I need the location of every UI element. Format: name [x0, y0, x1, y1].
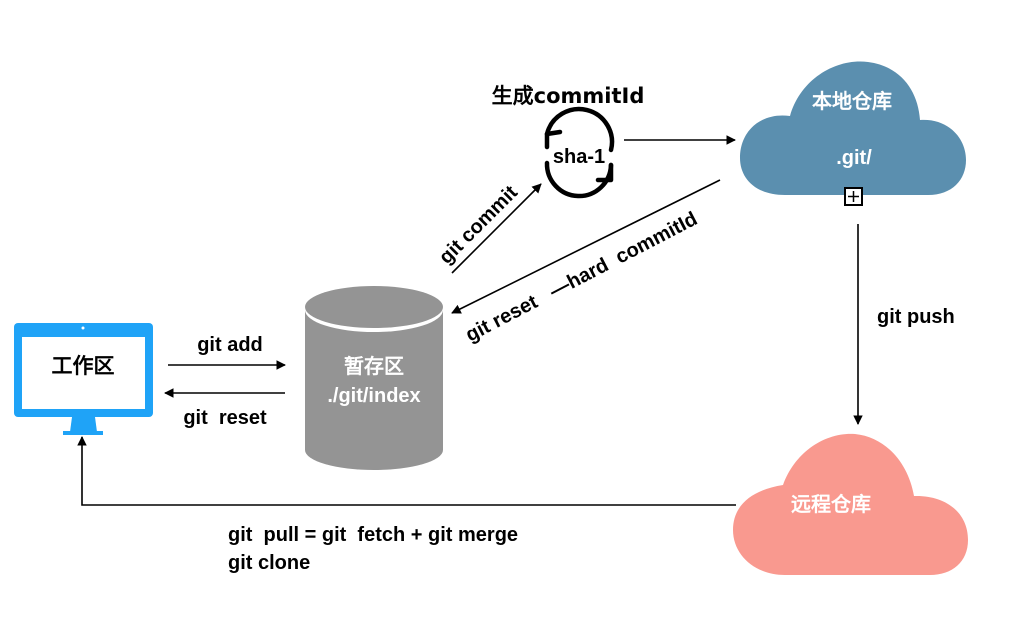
cloud-icon: [733, 433, 968, 575]
workspace-title: 工作区: [52, 354, 115, 378]
git-push-label: git push: [877, 306, 955, 328]
local-repo-node[interactable]: 本地仓库 .git/: [740, 61, 966, 206]
local-repo-path: .git/: [836, 147, 872, 169]
staging-node[interactable]: 暂存区 ./git/index: [305, 286, 443, 470]
git-reset-hard-arrow: [451, 179, 721, 314]
git-pull-arrow: [77, 436, 736, 506]
cylinder-icon: [305, 286, 443, 470]
staging-title: 暂存区: [344, 354, 404, 378]
hash-node: 生成commitId sha-1: [492, 84, 645, 199]
refresh-cycle-icon: [544, 106, 615, 199]
plus-box-icon[interactable]: [844, 187, 863, 206]
staging-path: ./git/index: [327, 385, 420, 407]
git-clone-label: git clone: [228, 552, 310, 574]
remote-repo-title: 远程仓库: [791, 492, 871, 516]
workspace-node[interactable]: 工作区: [14, 323, 153, 435]
cloud-icon: [740, 61, 966, 195]
git-reset-label: git reset: [183, 407, 267, 429]
git-pull-label: git pull = git fetch + git merge: [228, 524, 518, 546]
git-add-label: git add: [197, 334, 263, 356]
git-commit-arrow: [451, 183, 542, 274]
remote-repo-node[interactable]: 远程仓库: [733, 433, 968, 575]
monitor-icon: [14, 323, 153, 435]
git-commit-label: git commit: [435, 181, 522, 268]
git-reset-hard-label: git reset —hard commitId: [462, 208, 701, 347]
local-repo-title: 本地仓库: [812, 89, 892, 113]
hash-title: 生成commitId: [492, 84, 645, 108]
hash-label: sha-1: [553, 146, 605, 168]
